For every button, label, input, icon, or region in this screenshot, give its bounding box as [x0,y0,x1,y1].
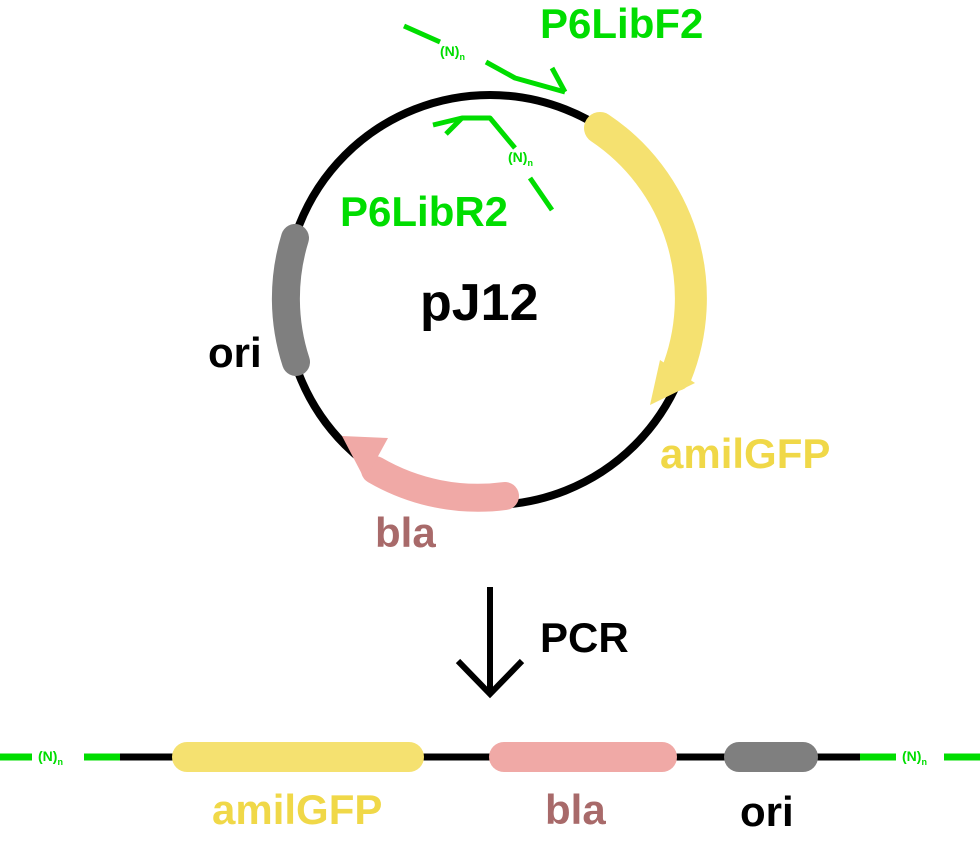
plasmid-map: (N)n (N)n P6LibF2 P6LibR2 pJ12 ori amilG… [208,0,830,556]
product-amilgfp-segment [172,742,424,772]
plasmid-ori-label: ori [208,329,262,376]
primer-r2-label: P6LibR2 [340,188,508,235]
primer-r2-tail-label: (N)n [508,149,533,168]
pcr-label: PCR [540,614,629,661]
pcr-step: PCR [455,587,629,699]
primer-f2: (N)n [402,23,568,95]
pcr-arrow-head [455,658,525,699]
product-bla-label: bla [545,786,606,833]
plasmid-amilgfp-feature [584,112,707,391]
primer-r2-body [432,115,517,150]
product-bla-segment [489,742,677,772]
product-ori-segment [724,742,818,772]
primer-f2-body [484,59,566,95]
primer-f2-label: P6LibF2 [540,0,703,47]
plasmid-bla-arrowhead [342,436,388,480]
primer-f2-tail-label: (N)n [440,43,465,62]
plasmid-name: pJ12 [420,274,539,332]
primer-f2-tail [402,23,442,45]
product-right-tail-label: (N)n [902,748,927,767]
linear-product: (N)n (N)n amilGFP bla ori [0,742,980,835]
plasmid-amilgfp-arrowhead [650,360,695,405]
primer-r2-tail [527,176,555,212]
product-amilgfp-label: amilGFP [212,786,382,833]
product-left-tail-label: (N)n [38,748,63,767]
plasmid-amilgfp-label: amilGFP [660,430,830,477]
plasmid-bla-feature [361,456,519,512]
plasmid-ori-feature [271,224,310,376]
primer-r2-hook [444,116,464,136]
primer-f2-hook [549,66,568,94]
product-ori-label: ori [740,788,794,835]
plasmid-bla-label: bla [375,509,436,556]
primer-r2: (N)n [432,115,555,212]
